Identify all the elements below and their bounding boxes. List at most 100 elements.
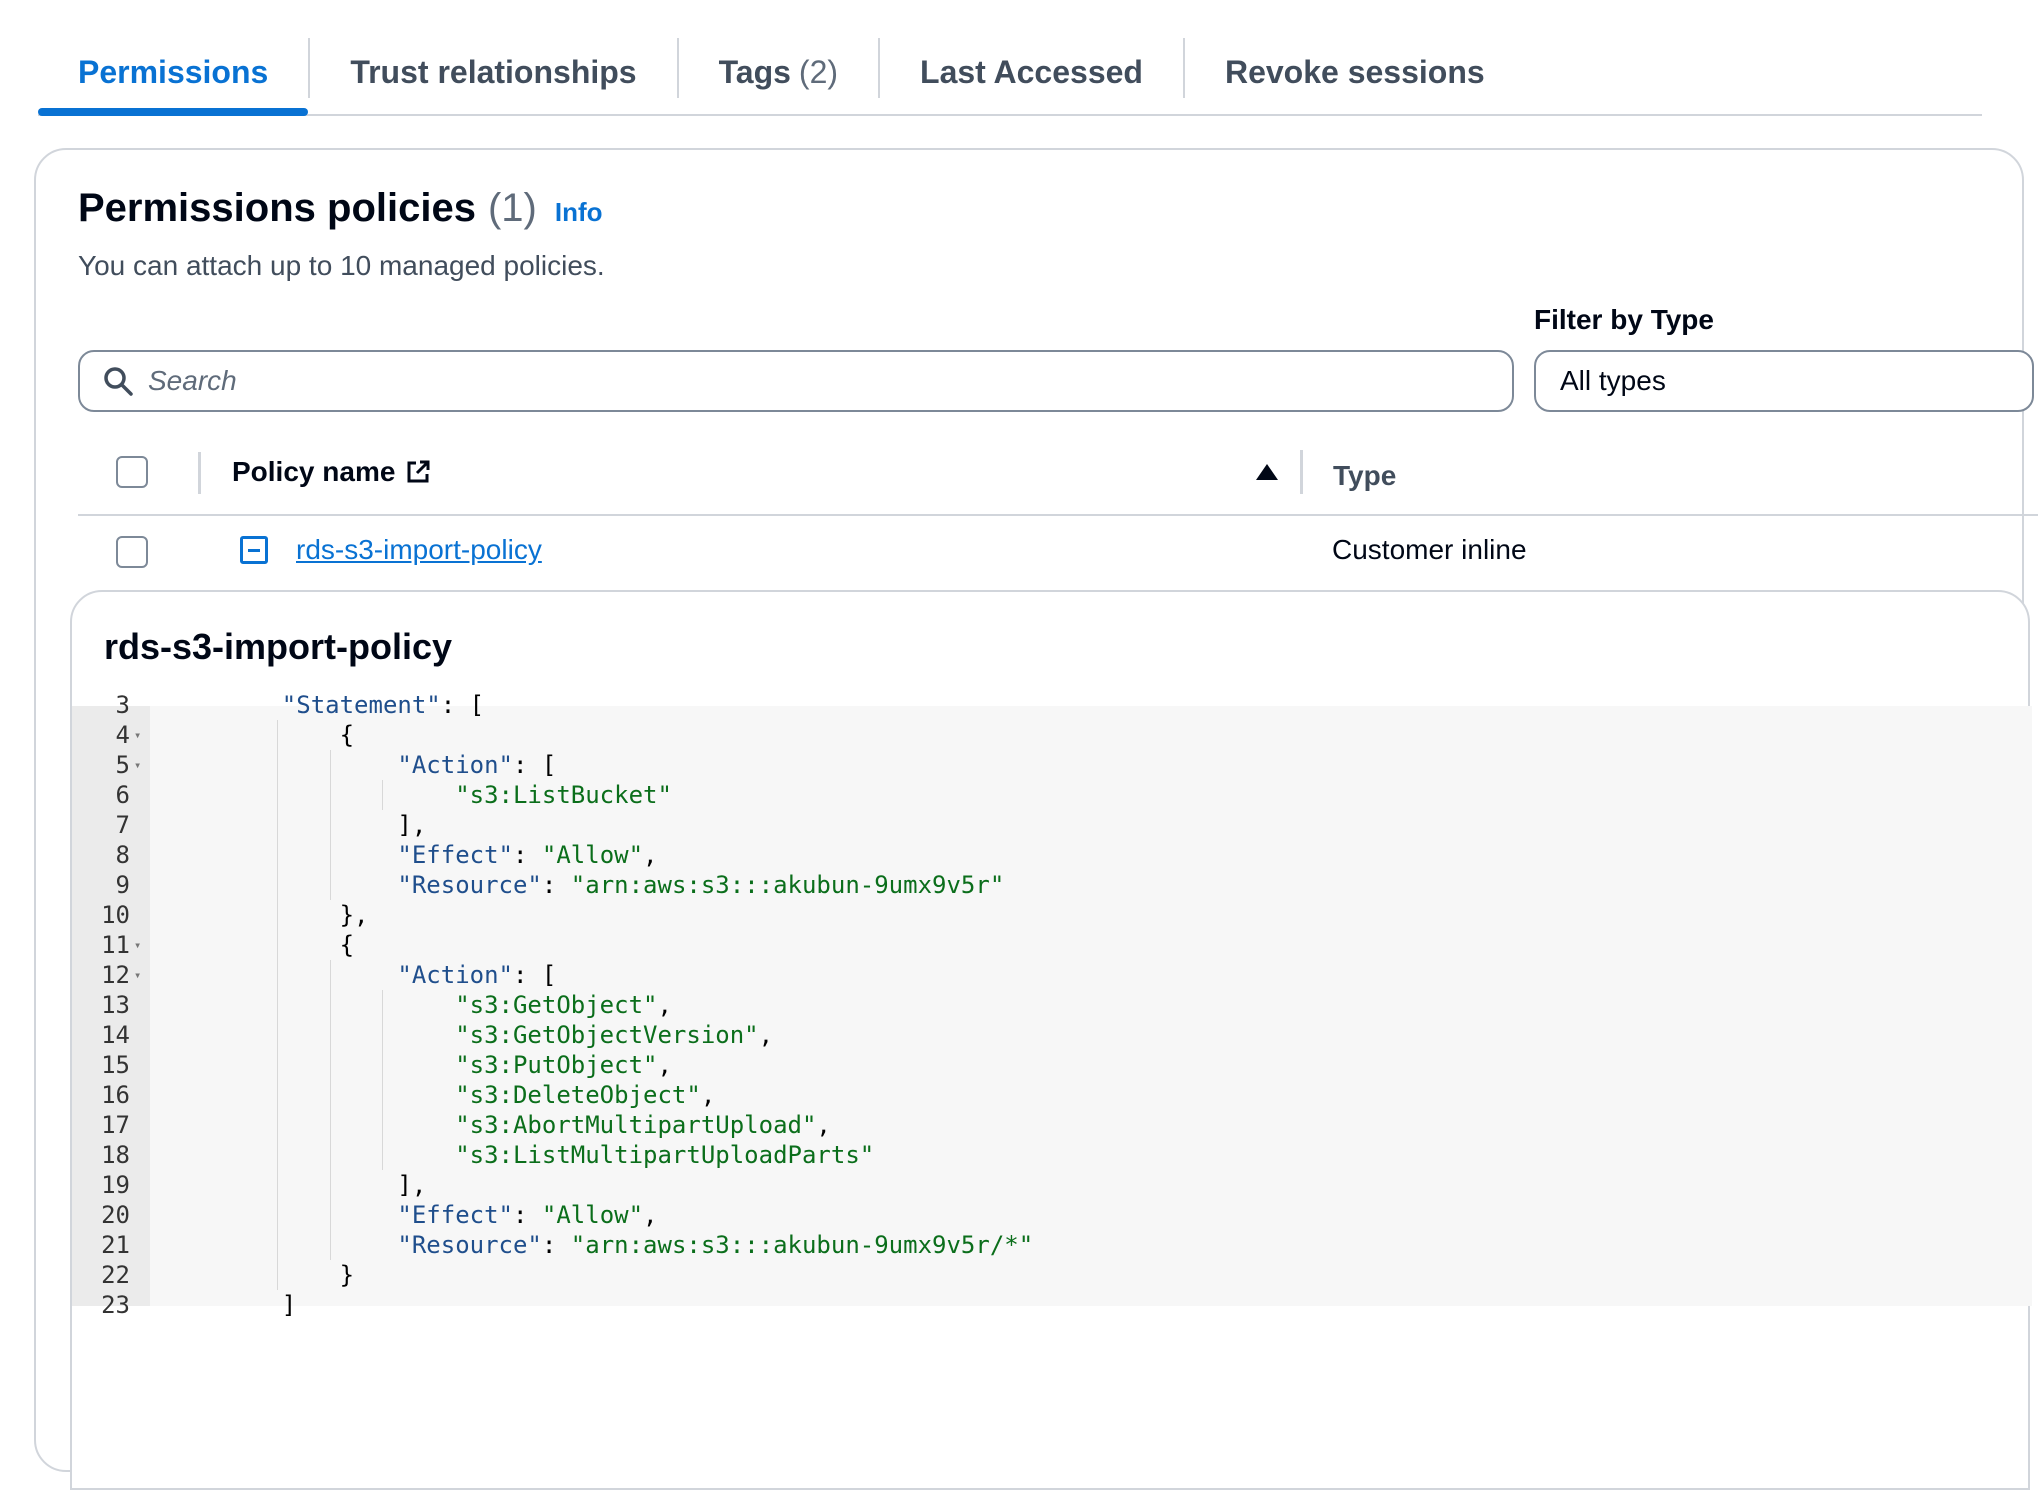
tab-divider <box>1182 38 1185 98</box>
code-line: 4▾ { <box>72 720 2032 750</box>
tab-label: Permissions <box>78 53 269 90</box>
indent-guide <box>329 750 331 780</box>
indent-guide <box>276 840 278 870</box>
line-number: 22 <box>101 1261 130 1289</box>
policy-detail: rds-s3-import-policy 3 "Statement": [4▾ … <box>70 590 2032 1490</box>
indent-guide <box>276 1200 278 1230</box>
indent-guide <box>276 780 278 810</box>
policy-name-link[interactable]: rds-s3-import-policy <box>296 534 542 565</box>
indent-guide <box>382 780 384 810</box>
table-header: Policy name Type <box>78 432 2038 516</box>
code-line: 9 "Resource": "arn:aws:s3:::akubun-9umx9… <box>72 870 2032 900</box>
column-header-policy-name[interactable]: Policy name <box>232 456 431 488</box>
column-header-label: Policy name <box>232 456 396 487</box>
code-line: 22 } <box>72 1260 2032 1290</box>
tab-divider <box>308 38 311 98</box>
code-text: ] <box>224 1291 297 1319</box>
code-text: { <box>224 931 355 959</box>
policy-count: (1) <box>487 186 537 230</box>
indent-guide <box>276 900 278 930</box>
code-text: "Action": [ <box>397 961 557 989</box>
search-input[interactable] <box>148 365 1448 397</box>
indent-guide <box>382 990 384 1020</box>
tab-permissions[interactable]: Permissions <box>38 30 309 116</box>
indent-guide <box>329 960 331 990</box>
policy-json-editor[interactable]: 3 "Statement": [4▾ {5▾ "Action": [6 "s3:… <box>72 691 2032 1319</box>
indent-guide <box>276 960 278 990</box>
tab-label: Trust relationships <box>350 53 637 90</box>
line-number: 10 <box>101 901 130 929</box>
code-line: 6 "s3:ListBucket" <box>72 780 2032 810</box>
line-number: 16 <box>101 1081 130 1109</box>
tab-trust-relationships[interactable]: Trust relationships <box>310 30 676 114</box>
line-number: 15 <box>101 1051 130 1079</box>
indent-guide <box>276 1110 278 1140</box>
code-text: "s3:GetObjectVersion", <box>455 1021 774 1049</box>
code-text: "s3:GetObject", <box>455 991 672 1019</box>
tab-last-accessed[interactable]: Last Accessed <box>880 30 1183 114</box>
code-line: 21 "Resource": "arn:aws:s3:::akubun-9umx… <box>72 1230 2032 1260</box>
panel-header: Permissions policies (1) Info <box>78 186 603 231</box>
indent-guide <box>276 750 278 780</box>
fold-arrow-icon[interactable]: ▾ <box>134 758 142 772</box>
code-line: 20 "Effect": "Allow", <box>72 1200 2032 1230</box>
line-number: 3 <box>115 691 130 719</box>
code-line: 7 ], <box>72 810 2032 840</box>
row-checkbox[interactable] <box>116 536 148 568</box>
code-text: "s3:ListBucket" <box>455 781 672 809</box>
code-line: 12 ▾ "Action": [ <box>72 960 2032 990</box>
fold-arrow-icon[interactable]: ▾ <box>134 728 142 742</box>
indent-guide <box>276 720 278 750</box>
fold-arrow-icon[interactable]: ▾ <box>134 968 142 982</box>
filter-type-select[interactable]: All types <box>1534 350 2034 412</box>
code-text: "Statement": [ <box>281 691 485 719</box>
code-line: 17 "s3:AbortMultipartUpload", <box>72 1110 2032 1140</box>
indent-guide <box>329 1200 331 1230</box>
tab-tags[interactable]: Tags(2) <box>679 30 878 114</box>
indent-guide <box>329 780 331 810</box>
line-number: 13 <box>101 991 130 1019</box>
column-divider <box>198 452 201 494</box>
tab-label: Revoke sessions <box>1224 53 1485 90</box>
code-line: 15 "s3:PutObject", <box>72 1050 2032 1080</box>
sort-ascending-icon[interactable] <box>1256 464 1278 480</box>
fold-arrow-icon[interactable]: ▾ <box>134 938 142 952</box>
column-header-type[interactable]: Type <box>1333 460 1397 491</box>
line-number: 12 <box>101 961 130 989</box>
code-line: 18 "s3:ListMultipartUploadParts" <box>72 1140 2032 1170</box>
indent-guide <box>329 810 331 840</box>
line-number: 9 <box>115 871 130 899</box>
indent-guide <box>382 1020 384 1050</box>
indent-guide <box>329 840 331 870</box>
column-divider <box>1300 450 1303 494</box>
permissions-policies-panel: Permissions policies (1) Info You can at… <box>34 148 2038 1490</box>
code-line: 13 "s3:GetObject", <box>72 990 2032 1020</box>
code-line: 3 "Statement": [ <box>72 690 2032 720</box>
line-number: 7 <box>115 811 130 839</box>
indent-guide <box>329 870 331 900</box>
code-text: { <box>224 721 355 749</box>
search-field[interactable] <box>78 350 1514 412</box>
collapse-row-icon[interactable] <box>240 536 268 564</box>
policy-type: Customer inline <box>1332 534 1527 565</box>
tab-divider <box>676 38 679 98</box>
indent-guide <box>276 930 278 960</box>
indent-guide <box>329 1050 331 1080</box>
indent-guide <box>276 1140 278 1170</box>
tab-revoke-sessions[interactable]: Revoke sessions <box>1185 30 1525 114</box>
code-text: }, <box>224 901 369 929</box>
indent-guide <box>382 1080 384 1110</box>
code-text: "s3:PutObject", <box>455 1051 672 1079</box>
info-link[interactable]: Info <box>554 197 603 227</box>
code-text: "s3:ListMultipartUploadParts" <box>455 1141 875 1169</box>
line-number: 8 <box>115 841 130 869</box>
select-all-checkbox[interactable] <box>116 456 148 488</box>
panel-title: Permissions policies <box>78 186 476 230</box>
line-number: 17 <box>101 1111 130 1139</box>
code-text: "Effect": "Allow", <box>397 1201 658 1229</box>
line-number: 6 <box>115 781 130 809</box>
indent-guide <box>329 1080 331 1110</box>
indent-guide <box>382 1110 384 1140</box>
table-row: rds-s3-import-policy Customer inline <box>78 516 2038 584</box>
code-line: 10 }, <box>72 900 2032 930</box>
